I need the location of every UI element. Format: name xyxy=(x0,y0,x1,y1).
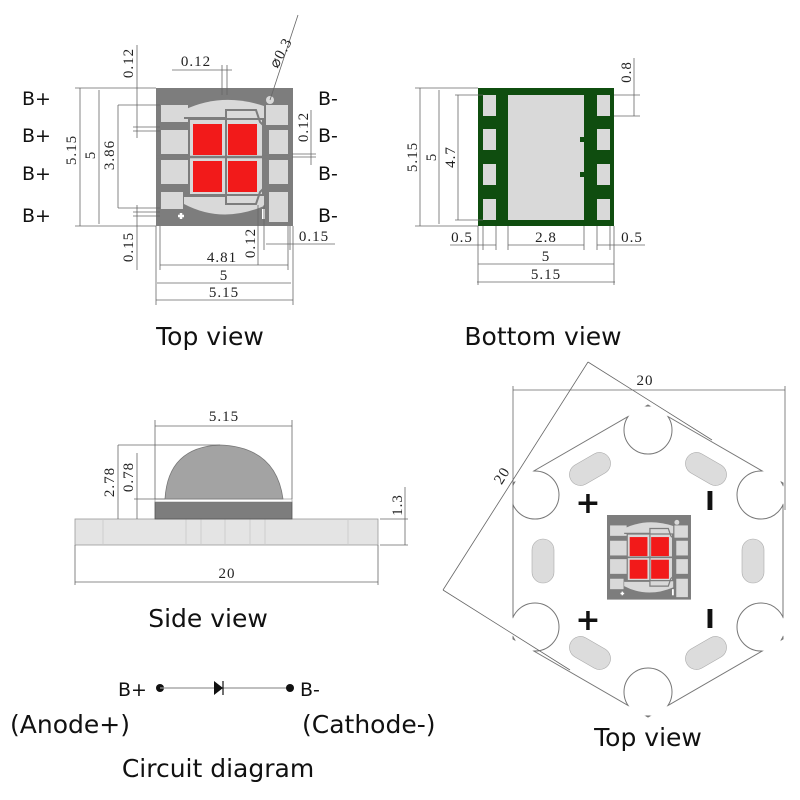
dim-label: 20 xyxy=(219,566,236,582)
circuit-diagram-title: Circuit diagram xyxy=(122,754,314,783)
pin-label-right: B- xyxy=(318,125,338,147)
anode-label: (Anode+) xyxy=(10,710,130,739)
side-view-dimension-lines xyxy=(74,420,408,585)
dim-label: 4.81 xyxy=(207,250,237,266)
dim-label: ⌀0.3 xyxy=(267,35,296,71)
mounting-notches xyxy=(513,405,783,717)
bottom-view-title: Bottom view xyxy=(464,322,621,351)
polarity-minus: I xyxy=(705,605,715,635)
dim-label: 3.86 xyxy=(102,140,118,170)
star-board-dimension-lines xyxy=(442,361,786,671)
dim-label: 0.8 xyxy=(619,61,635,83)
dim-label: 5 xyxy=(424,153,440,162)
star-board-side xyxy=(74,518,379,546)
star-board-top-view: + I + I 20 20 Top view xyxy=(442,361,786,752)
pin-label-left: B+ xyxy=(22,163,51,185)
pin-label-left: B+ xyxy=(22,205,51,227)
pin-label-right: B- xyxy=(318,205,338,227)
dim-label: 5.15 xyxy=(405,142,421,172)
circuit-diagram: B+ B- (Anode+) (Cathode-) Circuit diagra… xyxy=(10,679,436,783)
solder-pads xyxy=(483,95,610,220)
dim-label: 0.15 xyxy=(299,229,329,245)
dim-label: 20 xyxy=(637,373,654,389)
dim-label: 20 xyxy=(491,464,514,487)
solder-slots xyxy=(531,452,765,670)
led-base-side xyxy=(154,501,293,520)
dim-label: 5.15 xyxy=(209,409,239,425)
star-board-title: Top view xyxy=(593,723,702,752)
polarity-plus: + xyxy=(575,603,600,638)
dim-label: 0.12 xyxy=(181,54,211,70)
top-view: B+ B+ B+ B+ B- B- B- B- 0.12 0.12 ⌀0.3 5… xyxy=(22,14,338,351)
dim-label: 5.15 xyxy=(531,267,561,283)
led-chip-on-board xyxy=(606,514,692,601)
polarity-minus: I xyxy=(705,487,715,517)
dim-label: 0.78 xyxy=(121,462,137,492)
cathode-pin-label: B- xyxy=(300,679,320,701)
dim-label: 1.3 xyxy=(390,494,406,516)
dim-label: 5.15 xyxy=(64,135,80,165)
top-view-title: Top view xyxy=(155,322,264,351)
dim-label: 0.5 xyxy=(451,230,473,246)
dim-label: 0.12 xyxy=(121,48,137,78)
polarity-plus: + xyxy=(575,486,600,521)
top-view-dimension-lines xyxy=(75,14,335,305)
dim-label: 2.8 xyxy=(535,230,557,246)
dim-label: 2.78 xyxy=(102,467,118,497)
pin-label-left: B+ xyxy=(22,88,51,110)
dim-label: 0.5 xyxy=(621,230,643,246)
side-view-title: Side view xyxy=(148,604,268,633)
dim-label: 5 xyxy=(83,151,99,160)
dim-label: 0.12 xyxy=(296,112,312,142)
dim-label: 4.7 xyxy=(443,146,459,168)
cathode-terminal xyxy=(286,684,294,692)
lens-dome xyxy=(164,444,284,500)
thermal-pad xyxy=(508,95,584,220)
bottom-view: 0.8 5.15 5 4.7 0.5 2.8 0.5 5 5.15 Bottom… xyxy=(405,58,645,351)
cathode-label: (Cathode-) xyxy=(302,710,436,739)
pin-label-left: B+ xyxy=(22,125,51,147)
dim-label: 0.12 xyxy=(243,228,259,258)
led-chip-top xyxy=(154,86,295,228)
dim-label: 0.15 xyxy=(121,232,137,262)
dim-label: 5 xyxy=(220,268,229,284)
diode-icon xyxy=(214,681,223,695)
pin-label-right: B- xyxy=(318,163,338,185)
anode-pin-label: B+ xyxy=(118,679,147,701)
dim-label: 5.15 xyxy=(209,285,239,301)
dim-label: 5 xyxy=(542,249,551,265)
bottom-view-dimension-lines xyxy=(415,58,645,285)
pin-label-right: B- xyxy=(318,88,338,110)
side-view: 5.15 2.78 0.78 1.3 20 Side view xyxy=(74,409,408,633)
